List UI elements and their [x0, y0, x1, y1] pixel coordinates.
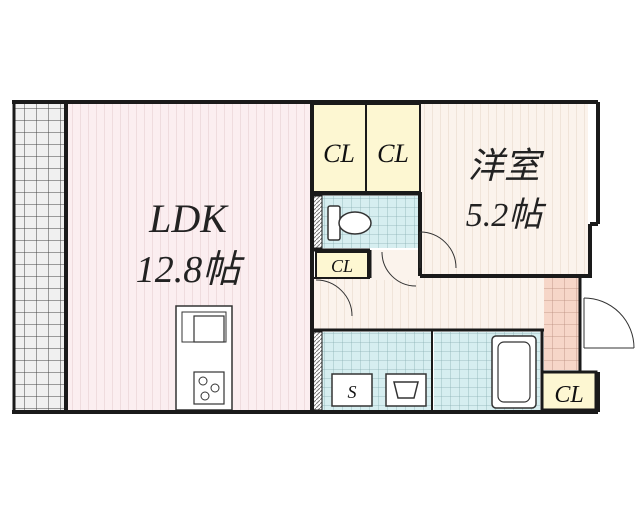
western-room-name: 洋室 — [468, 146, 545, 186]
toilet-icon — [327, 205, 372, 241]
closet-entrance — [540, 370, 598, 412]
washroom — [311, 331, 432, 411]
ldk-room-size: 12.8帖 — [136, 249, 246, 291]
washing-machine-label: S — [348, 382, 357, 402]
closet-entrance-label: CL — [554, 382, 583, 408]
walls — [12, 100, 600, 414]
balcony — [12, 100, 68, 414]
closet-upper-left-label: CL — [323, 139, 355, 168]
western-room-size: 5.2帖 — [466, 197, 548, 234]
bathtub-icon — [491, 335, 537, 409]
stove-icon — [193, 371, 225, 405]
western-room — [420, 104, 588, 276]
washing-machine-icon — [331, 373, 373, 407]
kitchen-counter — [175, 305, 233, 411]
closet-upper-right-label: CL — [377, 139, 409, 168]
toilet-room — [311, 195, 418, 249]
sink-icon — [193, 315, 225, 343]
bathroom — [434, 332, 540, 410]
closet-small-label: CL — [331, 256, 353, 276]
door-swings — [315, 231, 635, 349]
washbasin-icon — [385, 373, 427, 407]
closet-small — [315, 251, 369, 279]
entrance — [544, 278, 580, 370]
ldk-room-name: LDK — [148, 196, 229, 241]
hallway — [312, 250, 544, 330]
